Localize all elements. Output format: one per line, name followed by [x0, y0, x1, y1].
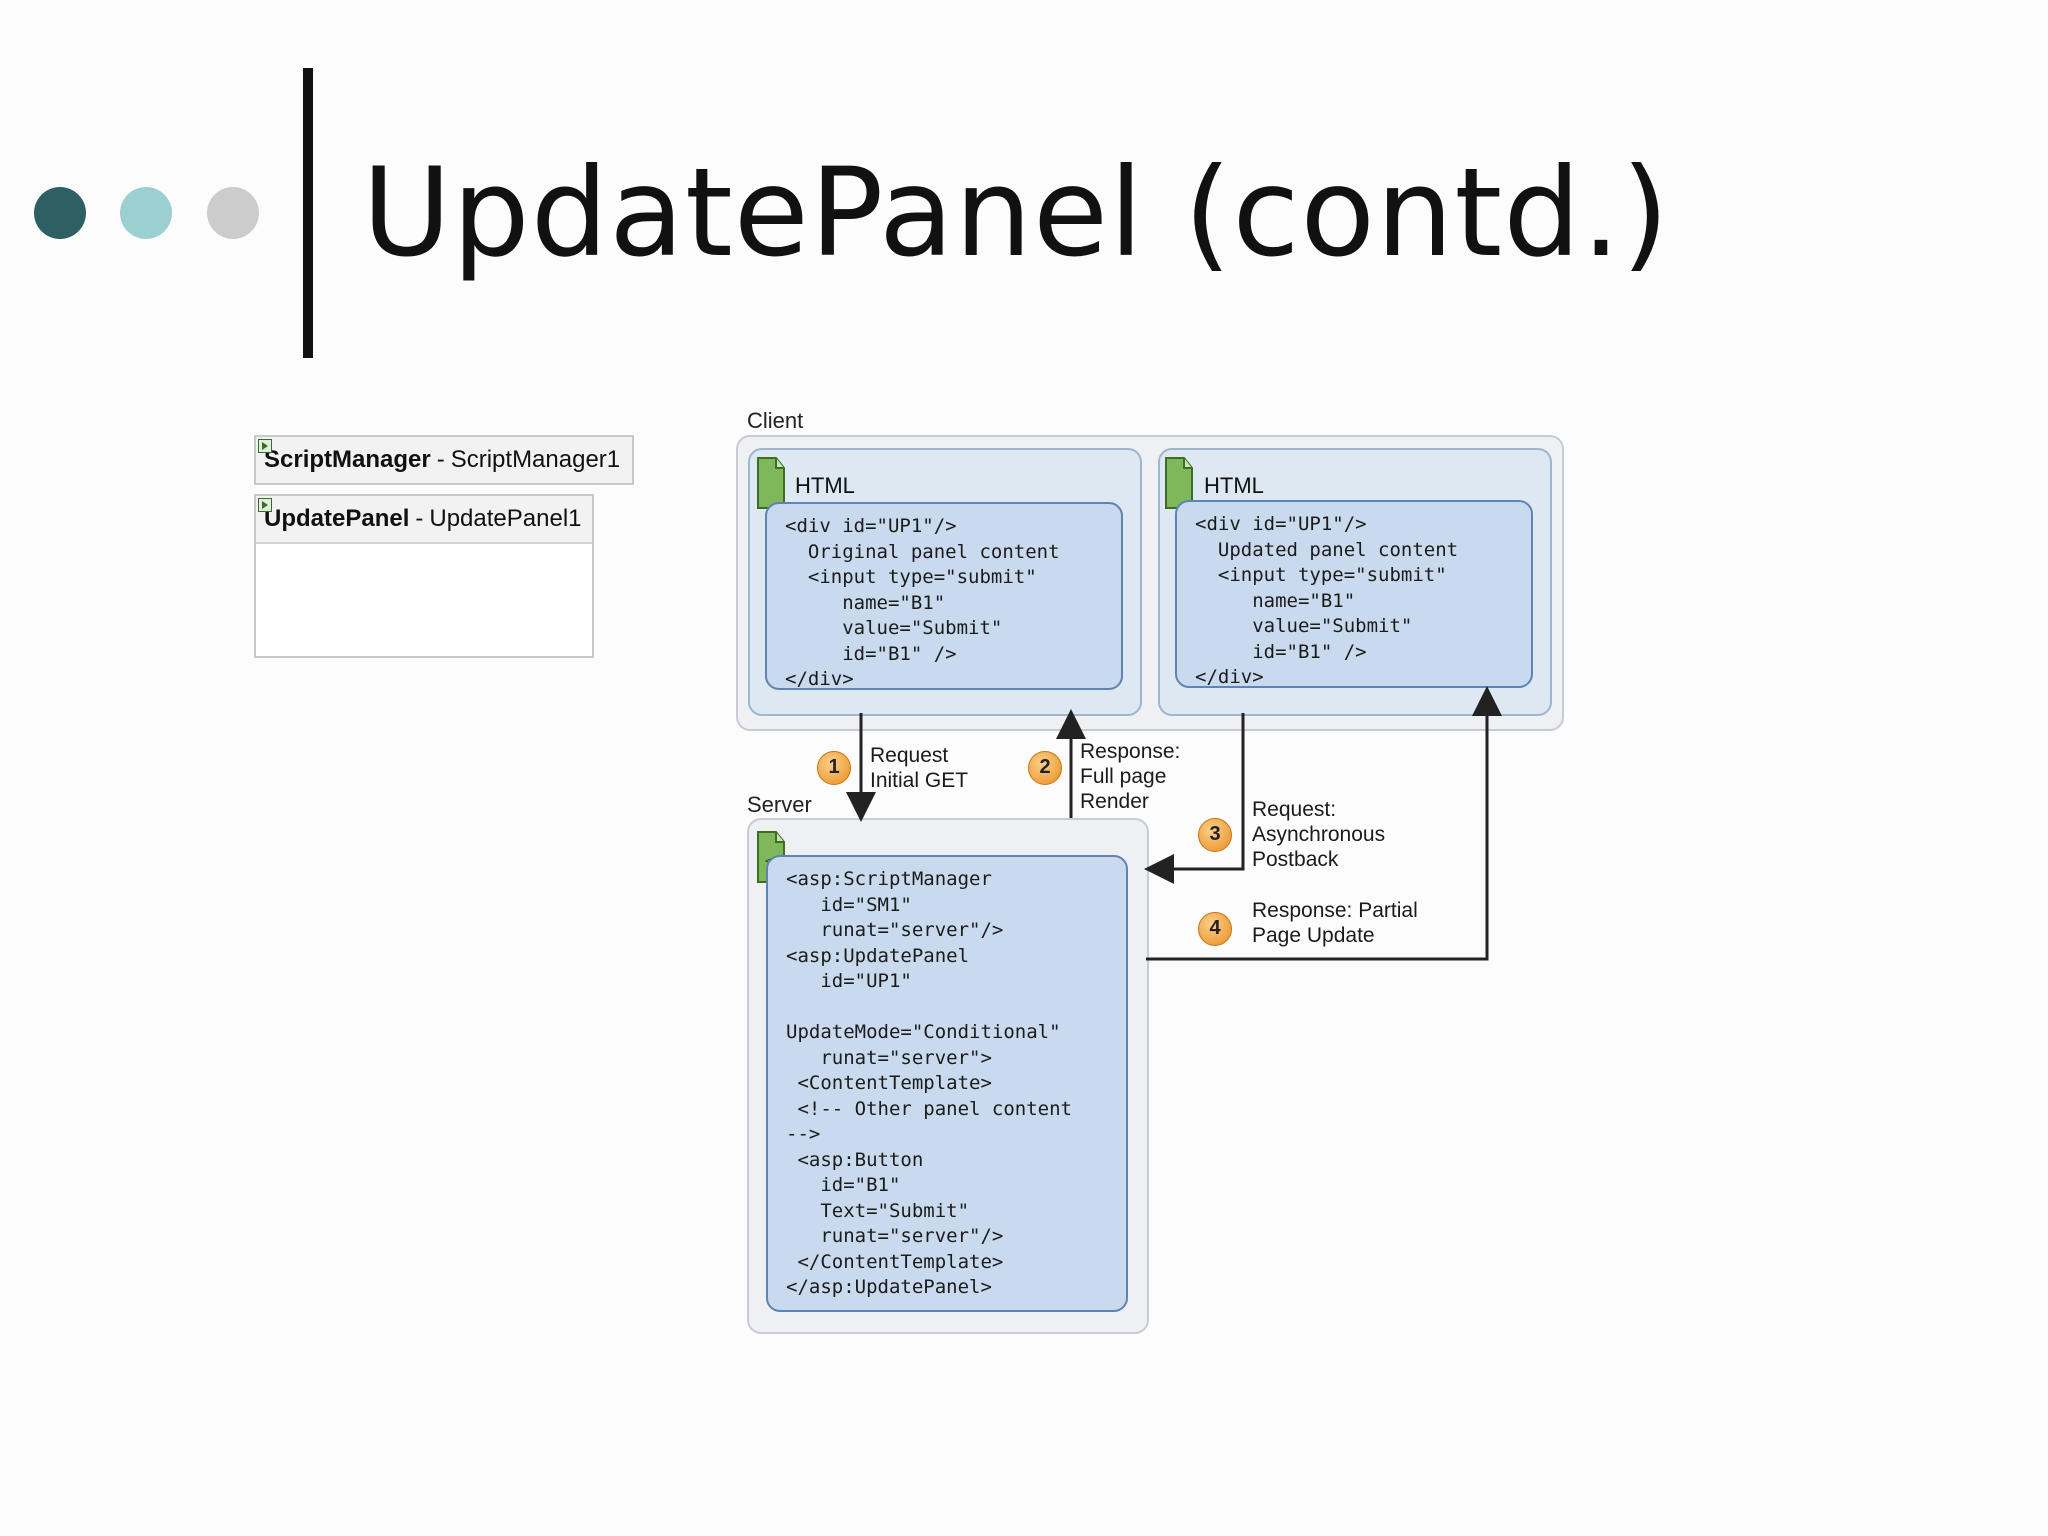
dot-dark-teal — [34, 187, 86, 239]
client-right-title: HTML — [1204, 473, 1264, 498]
client-left-code: <div id="UP1"/> Original panel content <… — [765, 502, 1123, 690]
html-document-icon — [757, 457, 785, 509]
client-right-code: <div id="UP1"/> Updated panel content <i… — [1175, 500, 1533, 688]
control-type: UpdatePanel — [264, 505, 410, 532]
arrow-3 — [1144, 713, 1245, 884]
control-type: ScriptManager — [264, 446, 431, 473]
step-2-text: Response: Full page Render — [1080, 740, 1181, 813]
arrow-4 — [1146, 686, 1502, 961]
server-code: <asp:ScriptManager id="SM1" runat="serve… — [766, 855, 1128, 1312]
control-id: ScriptManager1 — [450, 446, 621, 473]
step-1-badge: 1 — [817, 751, 851, 785]
control-glyph-icon — [258, 498, 272, 512]
slide-title: UpdatePanel (contd.) — [362, 142, 1671, 284]
step-4-text: Response: Partial Page Update — [1252, 899, 1418, 947]
title-divider — [303, 68, 313, 358]
control-glyph-icon — [258, 439, 272, 453]
step-3-badge: 3 — [1198, 818, 1232, 852]
dot-grey — [207, 187, 259, 239]
dot-light-teal — [120, 187, 172, 239]
client-left-title: HTML — [795, 473, 855, 498]
step-3-text: Request: Asynchronous Postback — [1252, 798, 1386, 871]
step-2-badge: 2 — [1028, 751, 1062, 785]
control-separator: - — [415, 505, 424, 532]
html-document-icon — [1165, 457, 1193, 509]
step-1-text: Request Initial GET — [870, 744, 969, 792]
updatepanel-control[interactable]: UpdatePanel-UpdatePanel1 — [254, 494, 594, 658]
scriptmanager-header: ScriptManager-ScriptManager1 — [256, 437, 632, 483]
control-separator: - — [436, 446, 445, 473]
client-label: Client — [747, 408, 804, 433]
control-id: UpdatePanel1 — [429, 505, 582, 532]
step-4-badge: 4 — [1198, 912, 1232, 946]
server-label: Server — [747, 792, 812, 817]
updatepanel-header: UpdatePanel-UpdatePanel1 — [256, 496, 592, 544]
scriptmanager-control[interactable]: ScriptManager-ScriptManager1 — [254, 435, 634, 485]
